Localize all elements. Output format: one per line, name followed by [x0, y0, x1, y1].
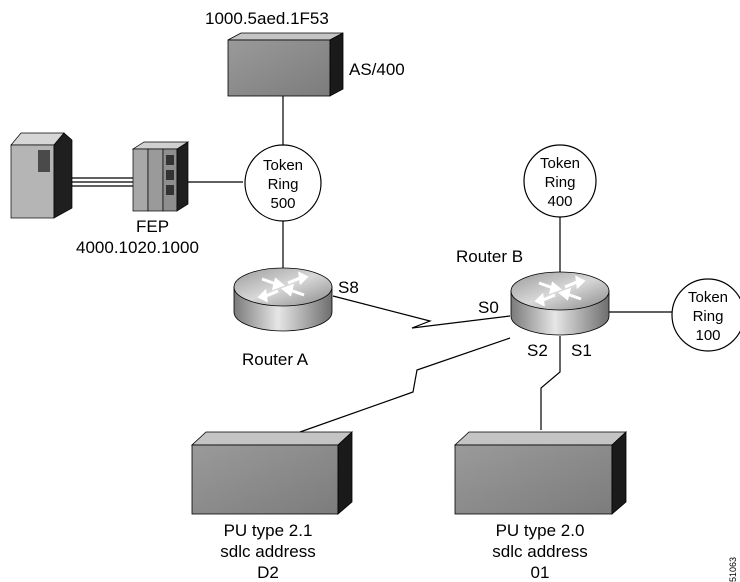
router-b-port-s1: S1	[571, 341, 592, 360]
token-ring-500-line2: Ring	[268, 176, 299, 193]
router-b-top	[510, 271, 610, 311]
pu-01-type: PU type 2.0	[496, 521, 585, 540]
token-ring-100-number: 100	[695, 327, 720, 344]
connections	[72, 96, 672, 433]
router-b	[510, 271, 610, 336]
token-ring-400-circle	[523, 144, 597, 218]
fep-label: FEP	[136, 217, 169, 236]
router-a-arrows-icon	[257, 271, 309, 303]
token-ring-100: Token Ring 100	[671, 278, 740, 352]
token-ring-100-circle	[671, 278, 740, 352]
as400-label: AS/400	[349, 60, 405, 79]
token-ring-500-circle	[244, 144, 322, 222]
router-b-label: Router B	[456, 247, 523, 266]
pu-01-device	[453, 431, 628, 515]
serial-link-s2-pu-d2	[299, 337, 511, 433]
pu-d2-face	[191, 444, 339, 515]
token-ring-500-line1: Token	[263, 157, 303, 174]
host-side	[53, 132, 73, 219]
token-ring-400-line2: Ring	[545, 174, 576, 191]
pu-d2-sdlc-label: sdlc address	[220, 542, 315, 561]
pu-d2-address: D2	[257, 563, 279, 582]
figure-id: 51063	[728, 557, 738, 582]
token-ring-500-number: 500	[270, 195, 295, 212]
fep-panel-1	[166, 155, 174, 165]
as400-face	[227, 39, 331, 97]
router-b-port-s2: S2	[527, 341, 548, 360]
as400-side	[329, 32, 344, 97]
fep-device	[131, 141, 190, 212]
as400-address: 1000.5aed.1F53	[205, 9, 329, 28]
pu-d2-top	[190, 431, 354, 446]
router-b-port-s0: S0	[478, 298, 499, 317]
router-b-arrows-icon	[534, 275, 586, 307]
token-ring-500: Token Ring 500	[244, 144, 322, 222]
router-a-port-s8: S8	[338, 278, 359, 297]
serial-link-s1-pu-01	[540, 336, 561, 430]
serial-link-s8-s0	[332, 295, 511, 329]
as400-device	[227, 32, 344, 97]
pu-01-sdlc-label: sdlc address	[492, 542, 587, 561]
pu-01-top	[453, 431, 628, 446]
fep-address: 4000.1020.1000	[76, 238, 199, 257]
fep-panel-2	[166, 170, 174, 180]
pu-d2-type: PU type 2.1	[224, 521, 313, 540]
fep-panel-3	[166, 185, 174, 195]
host-panel	[38, 150, 50, 172]
token-ring-400-line1: Token	[540, 155, 580, 172]
router-a-top	[233, 267, 333, 307]
token-ring-400: Token Ring 400	[523, 144, 597, 218]
router-a-label: Router A	[242, 350, 309, 369]
pu-d2-device	[190, 431, 354, 515]
pu-01-face	[454, 444, 613, 515]
token-ring-100-line1: Token	[688, 289, 728, 306]
fep-cabinet-2	[147, 148, 164, 212]
host-mainframe	[10, 132, 73, 219]
router-a	[233, 267, 333, 332]
fep-side	[176, 141, 189, 212]
pu-01-side	[611, 431, 627, 515]
token-ring-400-number: 400	[547, 193, 572, 210]
pu-01-address: 01	[531, 563, 550, 582]
as400-top	[227, 32, 344, 41]
pu-d2-side	[337, 431, 353, 515]
fep-cabinet-1	[132, 148, 149, 212]
token-ring-100-line2: Ring	[693, 308, 724, 325]
